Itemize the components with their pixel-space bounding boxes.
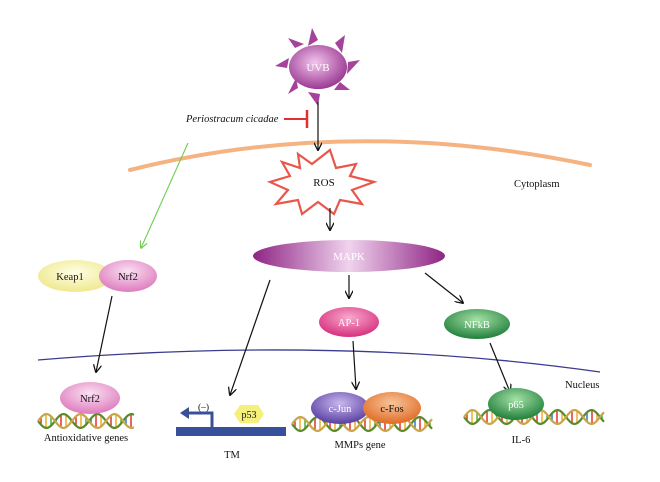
p53-hexagon: [234, 405, 264, 423]
il6-label: IL-6: [512, 435, 531, 446]
mapk-label: MAPK: [333, 251, 365, 263]
ros-burst: ROS: [266, 148, 378, 216]
nuclear-membrane: [37, 349, 601, 373]
dna-strand: [463, 408, 605, 426]
dna-strand: [37, 412, 135, 430]
tm-gene: (–) p53: [176, 402, 286, 436]
dna-strand: [291, 415, 433, 433]
dna-antioxidative: [37, 412, 135, 430]
nrf2-top-node: Nrf2: [99, 260, 157, 292]
cell-membrane: [128, 139, 592, 172]
ap1-mmps-arrow: [353, 340, 356, 389]
nfkb-label: NFkB: [464, 320, 490, 331]
ros-label: ROS: [313, 177, 334, 189]
cjun-node: c-Jun: [311, 392, 369, 424]
uvb-starburst: UVB: [275, 28, 360, 106]
antioxidative-genes-label: Antioxidative genes: [44, 433, 128, 444]
mmps-gene-label: MMPs gene: [334, 440, 385, 451]
nrf2-nuclear-node: Nrf2: [60, 382, 120, 414]
periostracum-label: Periostracum cicadae: [185, 114, 279, 125]
ap1-node: AP-1: [319, 307, 379, 337]
p65-node: p65: [488, 388, 544, 420]
cfos-label: c-Fos: [380, 404, 403, 415]
ap1-label: AP-1: [338, 318, 360, 329]
nrf2-top-label: Nrf2: [118, 272, 138, 283]
p53-label: p53: [242, 410, 257, 421]
transcription-arrow: [186, 411, 214, 427]
mapk-node: MAPK: [253, 240, 445, 272]
nrf2-translocation-arrow: [96, 295, 113, 372]
mapk-tm-arrow: [230, 279, 271, 395]
dna-strand: [37, 412, 135, 430]
dna-strand: [291, 415, 433, 433]
tm-label: TM: [224, 450, 240, 461]
keap1-label: Keap1: [56, 272, 83, 283]
cjun-label: c-Jun: [329, 404, 352, 415]
mapk-nfkb-arrow: [424, 272, 463, 303]
cytoplasm-label: Cytoplasm: [514, 179, 560, 190]
uvb-label: UVB: [306, 62, 329, 74]
periostracum-nrf2-arrow: [141, 142, 189, 248]
nucleus-label: Nucleus: [565, 380, 599, 391]
keap1-node: Keap1: [38, 260, 112, 292]
nfkb-node: NFkB: [444, 309, 510, 339]
p65-label: p65: [508, 400, 524, 411]
cfos-node: c-Fos: [363, 392, 421, 424]
inhibit-sign-label: (–): [198, 402, 209, 413]
nfkb-p65-arrow: [489, 342, 510, 392]
nrf2-bottom-label: Nrf2: [80, 394, 100, 405]
